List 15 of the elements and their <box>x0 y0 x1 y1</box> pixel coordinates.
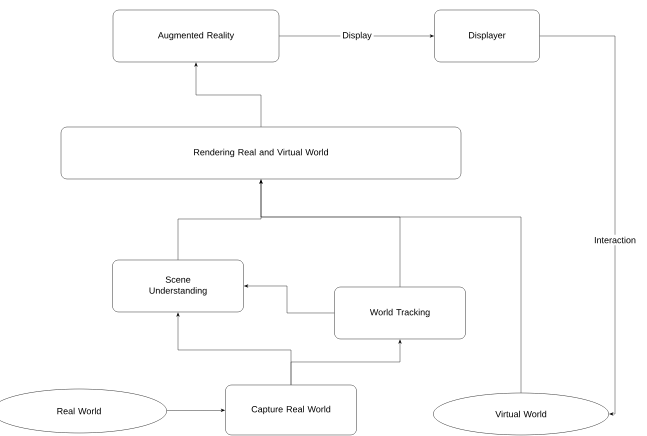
process-box: Scene Understanding <box>112 260 244 312</box>
arrow <box>259 180 522 393</box>
process-box: Capture Real World <box>225 384 357 436</box>
process-box: Rendering Real and Virtual World <box>60 126 462 180</box>
process-box: World Tracking <box>334 286 466 340</box>
edge-label: Interaction <box>592 234 638 246</box>
arrow <box>166 408 225 412</box>
arrow <box>540 36 616 416</box>
process-box: Augmented Reality <box>112 10 280 62</box>
edge-label: Display <box>340 30 374 42</box>
arrow <box>290 340 402 385</box>
arrow <box>244 284 334 314</box>
arrow <box>194 62 262 127</box>
process-box: Displayer <box>434 10 540 62</box>
ellipse-node: Virtual World <box>433 392 609 436</box>
